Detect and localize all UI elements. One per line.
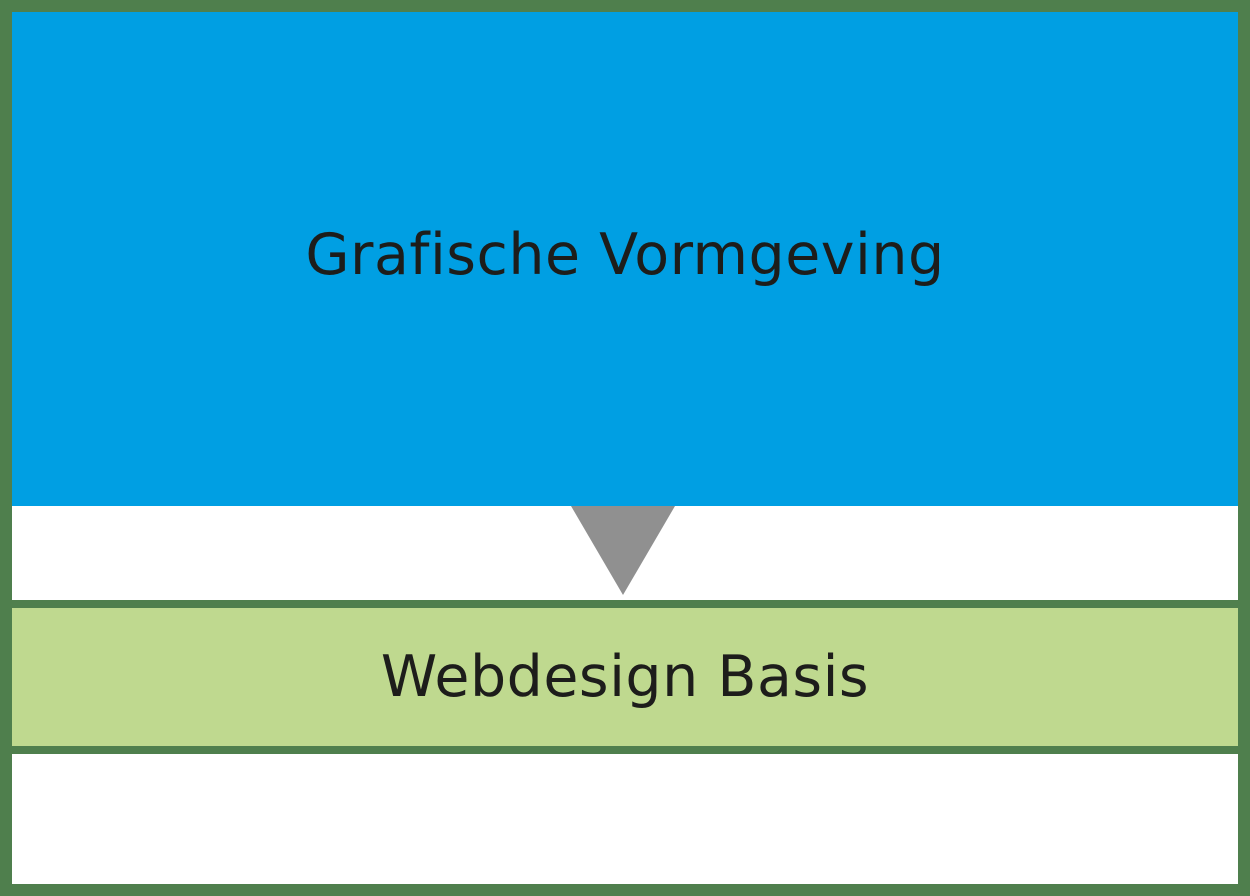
webdesign-basis-box: Webdesign Basis bbox=[12, 608, 1238, 746]
down-arrow-icon bbox=[571, 506, 675, 595]
grafische-vormgeving-label: Grafische Vormgeving bbox=[305, 222, 945, 288]
grafische-vormgeving-box: Grafische Vormgeving bbox=[12, 12, 1238, 506]
empty-bottom-area bbox=[12, 754, 1238, 884]
webdesign-basis-label: Webdesign Basis bbox=[380, 644, 870, 710]
